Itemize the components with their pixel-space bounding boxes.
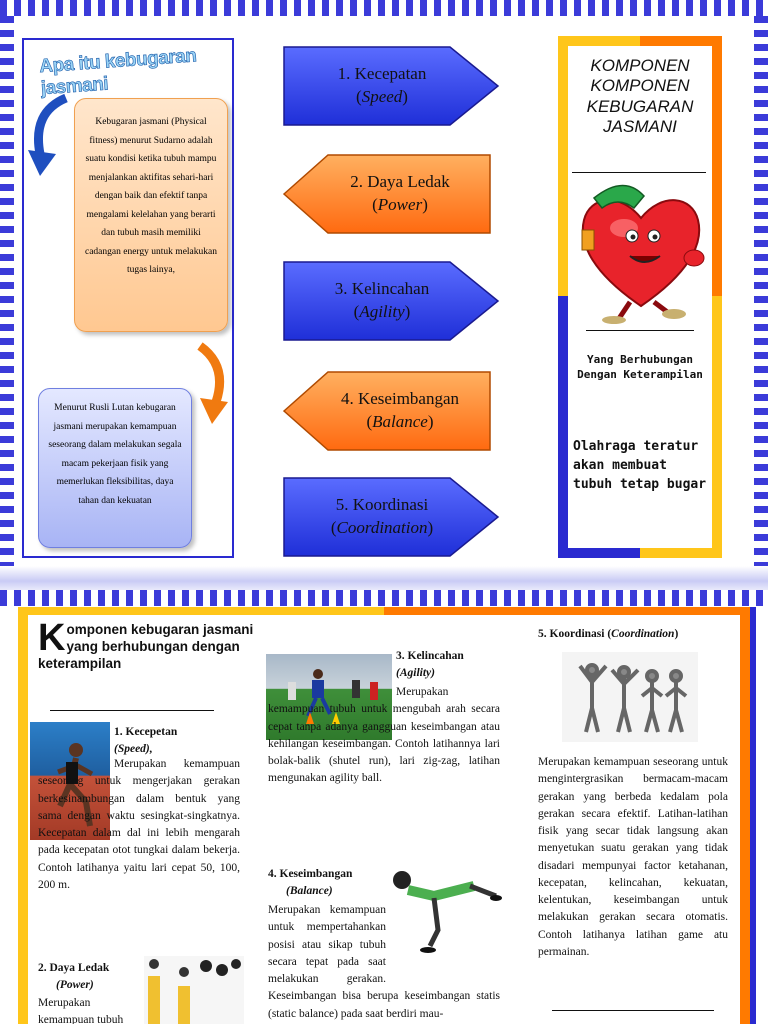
definition-bubble-rusli: Menurut Rusli Lutan kebugaran jasmani me… <box>38 388 192 548</box>
component-agility-label: 3. Kelincahan <box>334 279 430 299</box>
balance-english: (Balance) <box>286 885 333 898</box>
cover-divider-bottom <box>586 330 694 331</box>
heading-text: omponen kebugaran jasmani yang berhubung… <box>38 622 254 671</box>
right-stripe-border <box>754 16 768 576</box>
top-stripe-border <box>0 0 768 16</box>
power-exercise-photo <box>144 956 244 1024</box>
component-balance-label: 4. Keseimbangan <box>340 389 460 409</box>
component-power-arrow: 2. Daya Ledak(Power) <box>282 153 502 235</box>
balance-title: 4. Keseimbangan <box>268 868 353 880</box>
coordination-description: Merupakan kemampuan seseorang untuk meng… <box>538 756 728 958</box>
component-power-english: Power <box>377 195 423 214</box>
coordination-figures-photo <box>562 652 698 742</box>
component-speed-english: Speed <box>361 87 403 106</box>
cover-divider-top <box>572 172 706 173</box>
agility-photo <box>266 654 392 740</box>
heading-divider <box>50 710 214 711</box>
component-balance-arrow: 4. Keseimbangan(Balance) <box>282 370 502 452</box>
speed-english: (Speed), <box>114 743 153 756</box>
curved-arrow-blue-icon <box>28 93 68 176</box>
power-english: (Power) <box>56 979 94 992</box>
power-title: 2. Daya Ledak <box>38 962 110 974</box>
speed-description: Merupakan kemampuan seseorang untuk meng… <box>38 758 240 891</box>
component-coordination-label: 5. Koordinasi <box>335 495 429 515</box>
agility-description: Merupakan kemampuan tubuh untuk mengubah… <box>268 686 500 785</box>
coordination-divider <box>552 1010 714 1011</box>
power-description: Merupakan kemampuan tubuh <box>38 996 124 1024</box>
speed-title: 1. Kecepetan <box>114 726 178 738</box>
component-agility-english: Agility <box>359 302 405 321</box>
component-speed-arrow: 1. Kecepatan(Speed) <box>282 45 502 127</box>
component-coordination-english: Coordination <box>336 518 428 537</box>
sprinter-photo <box>30 722 110 840</box>
coordination-title: 5. Koordinasi ( <box>538 628 612 640</box>
coordination-title-close: ) <box>674 628 679 640</box>
left-stripe-border <box>0 16 14 576</box>
cover-subtitle: Yang Berhubungan Dengan Keterampilan <box>577 353 703 382</box>
cover-quote: Olahraga teratur akan membuat tubuh teta… <box>573 439 707 492</box>
component-power-label: 2. Daya Ledak <box>350 172 450 192</box>
cover-title: KOMPONEN KOMPONEN KEBUGARAN JASMANI <box>586 56 694 137</box>
balance-text: Merupakan kemampuan untuk mempertahankan… <box>268 904 500 1020</box>
curved-arrow-orange-icon <box>197 342 228 424</box>
component-agility-arrow: 3. Kelincahan(Agility) <box>282 260 502 342</box>
heart-mascot-icon <box>581 184 705 324</box>
component-balance-english: Balance <box>372 412 428 431</box>
agility-title: 3. Kelincahan <box>396 650 464 662</box>
definition-bubble-sudarno: Kebugaran jasmani (Physical fitness) men… <box>74 98 228 332</box>
balance-figure-icon <box>393 871 502 953</box>
coordination-english: Coordination <box>611 628 675 640</box>
agility-english: (Agility) <box>396 667 435 680</box>
component-coordination-arrow: 5. Koordinasi(Coordination) <box>282 476 502 558</box>
cover-panel <box>558 36 722 558</box>
middle-stripe-border <box>0 590 768 606</box>
heading-dropcap: K <box>38 617 66 659</box>
component-speed-label: 1. Kecepatan <box>337 64 427 84</box>
